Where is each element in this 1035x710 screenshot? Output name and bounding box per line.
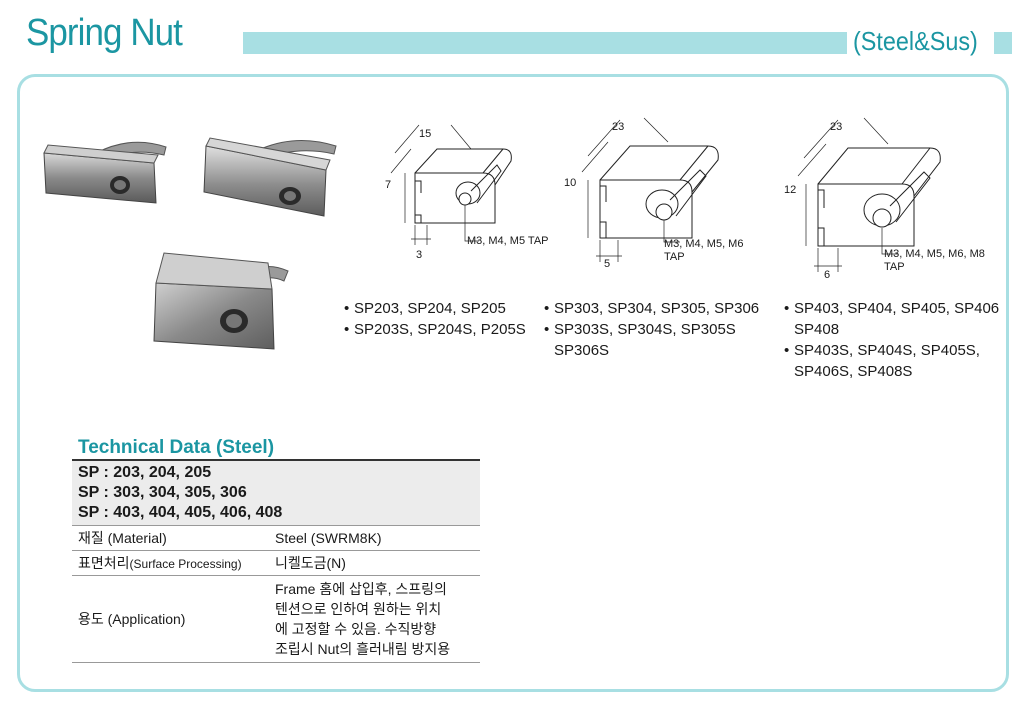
tech-head-row: SP : 203, 204, 205 SP : 303, 304, 305, 3… bbox=[72, 460, 480, 526]
model-series-line: SP : 203, 204, 205 bbox=[78, 464, 212, 481]
product-photo-3 bbox=[146, 245, 296, 355]
dimension-drawing-sp300: 23 10 5 M3, M4, M5, M6 TAP bbox=[560, 112, 760, 277]
surface-label-main: 표면처리 bbox=[78, 555, 130, 571]
model-list-sp300: SP303, SP304, SP305, SP306 SP303S, SP304… bbox=[544, 298, 759, 361]
material-subtitle: (Steel&Sus) bbox=[853, 26, 978, 56]
application-line: 조립시 Nut의 흘러내림 방지용 bbox=[275, 641, 451, 657]
drawing1-width-dim: 15 bbox=[419, 128, 431, 140]
drawing1-slot-dim: 3 bbox=[416, 249, 422, 261]
model-item-continuation: SP406S, SP408S bbox=[794, 363, 913, 380]
model-item: SP303, SP304, SP305, SP306 bbox=[544, 298, 759, 319]
application-line: 에 고정할 수 있음. 수직방향 bbox=[275, 621, 437, 637]
dimension-drawing-sp400: 23 12 6 M3, M4, M5, M6, M8 TAP bbox=[778, 112, 1003, 287]
model-item: SP303S, SP304S, SP305S bbox=[544, 319, 759, 340]
application-label: 용도 (Application) bbox=[72, 575, 269, 663]
drawing3-slot-dim: 6 bbox=[824, 269, 830, 281]
tech-head-cell: SP : 203, 204, 205 SP : 303, 304, 305, 3… bbox=[72, 460, 480, 526]
drawing3-width-dim: 23 bbox=[830, 121, 842, 133]
surface-value: 니켈도금(N) bbox=[269, 550, 480, 576]
page-title: Spring Nut bbox=[26, 12, 183, 54]
application-line: 텐션으로 인하여 원하는 위치 bbox=[275, 601, 442, 617]
model-item: SP403S, SP404S, SP405S, bbox=[784, 340, 999, 361]
material-row: 재질 (Material) Steel (SWRM8K) bbox=[72, 525, 480, 551]
surface-row: 표면처리(Surface Processing) 니켈도금(N) bbox=[72, 550, 480, 576]
model-series-line: SP : 403, 404, 405, 406, 408 bbox=[78, 504, 283, 521]
technical-data-title: Technical Data (Steel) bbox=[78, 437, 275, 458]
model-item: SP203S, SP204S, P205S bbox=[344, 319, 526, 340]
drawing1-tap-label: M3, M4, M5 TAP bbox=[467, 235, 549, 247]
application-value: Frame 홈에 삽입후, 스프링의 텐션으로 인하여 원하는 위치 에 고정할… bbox=[269, 575, 480, 663]
model-list-sp200: SP203, SP204, SP205 SP203S, SP204S, P205… bbox=[344, 298, 526, 340]
product-photo-2 bbox=[198, 130, 348, 230]
drawing2-slot-dim: 5 bbox=[604, 258, 610, 270]
model-item: SP203, SP204, SP205 bbox=[344, 298, 526, 319]
drawing2-tap-label-1: M3, M4, M5, M6 bbox=[664, 238, 743, 250]
technical-data-table: SP : 203, 204, 205 SP : 303, 304, 305, 3… bbox=[72, 459, 480, 663]
application-line: Frame 홈에 삽입후, 스프링의 bbox=[275, 581, 447, 597]
drawing2-tap-label-2: TAP bbox=[664, 251, 685, 263]
drawing2-width-dim: 23 bbox=[612, 121, 624, 133]
model-list-sp400: SP403, SP404, SP405, SP406 SP408 SP403S,… bbox=[784, 298, 999, 382]
title-decor-bar-end bbox=[994, 32, 1012, 54]
application-row: 용도 (Application) Frame 홈에 삽입후, 스프링의 텐션으로… bbox=[72, 575, 480, 663]
model-item-continuation: SP408 bbox=[794, 321, 840, 338]
drawing1-height-dim: 7 bbox=[385, 179, 391, 191]
model-series-line: SP : 303, 304, 305, 306 bbox=[78, 484, 247, 501]
model-item: SP403, SP404, SP405, SP406 bbox=[784, 298, 999, 319]
drawing3-height-dim: 12 bbox=[784, 184, 796, 196]
title-decor-bar bbox=[243, 32, 847, 54]
drawing3-tap-label-1: M3, M4, M5, M6, M8 bbox=[884, 248, 985, 260]
drawing3-tap-label-2: TAP bbox=[884, 261, 905, 273]
surface-label-sub: (Surface Processing) bbox=[129, 557, 242, 571]
product-photo-1 bbox=[36, 125, 176, 235]
dimension-drawing-sp200: 15 7 3 M3, M4, M5 TAP bbox=[375, 115, 560, 270]
material-label: 재질 (Material) bbox=[72, 525, 269, 551]
surface-label: 표면처리(Surface Processing) bbox=[72, 550, 269, 576]
model-item-continuation: SP306S bbox=[554, 342, 610, 359]
material-value: Steel (SWRM8K) bbox=[269, 525, 480, 551]
drawing2-height-dim: 10 bbox=[564, 177, 576, 189]
